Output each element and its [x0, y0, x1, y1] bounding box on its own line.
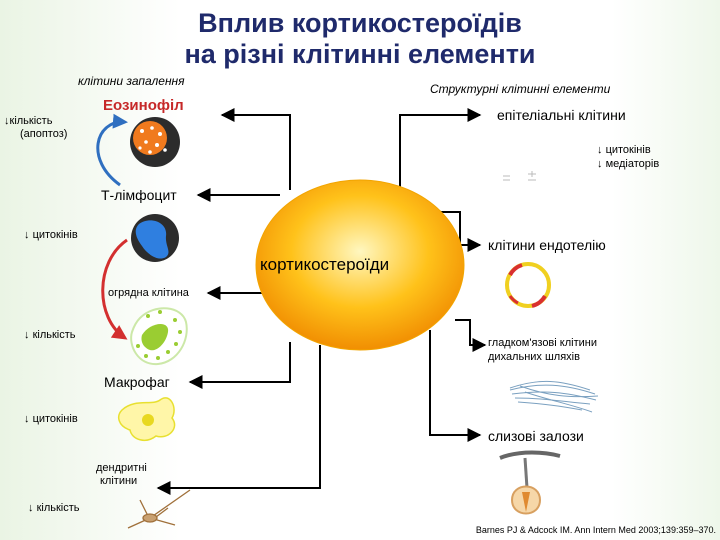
title-line-2: на різні клітинні елементи: [184, 39, 536, 69]
t-lymphocyte-icon: [131, 214, 179, 262]
down-arrow-icon: ↓: [24, 413, 30, 425]
eosinophil-label: Еозинофіл: [103, 97, 184, 114]
blue-curved-arrow: [96, 113, 128, 187]
citation: Barnes PJ & Adcock IM. Ann Intern Med 20…: [475, 525, 716, 535]
mucous-gland-icon: [499, 450, 561, 515]
line-smooth: [455, 319, 487, 352]
eosinophil-effect: ↓кількість: [4, 115, 53, 127]
left-header: клітини запалення: [78, 74, 185, 88]
down-arrow-icon: ↓: [28, 502, 34, 514]
eosinophil-icon: [130, 117, 180, 167]
line-glands: [429, 330, 482, 442]
epithelial-effect-1: ↓ цитокінів: [597, 144, 651, 156]
down-arrow-icon: ↓: [4, 115, 10, 127]
title-line-1: Вплив кортикостероїдів: [198, 8, 522, 38]
connector-lines: [156, 108, 487, 495]
macrophage-effect: ↓ цитокінів: [24, 413, 78, 425]
smooth-muscle-label-2: дихальних шляхів: [488, 351, 580, 363]
dendritic-label-2: клітини: [100, 475, 138, 487]
line-epi-2: [430, 211, 482, 252]
mast-cell-effect: ↓ кількість: [24, 329, 76, 341]
line-dendritic: [156, 345, 321, 495]
red-curved-arrow: [101, 238, 128, 340]
line-macrophage: [188, 342, 291, 389]
mast-cell-label: огрядна клітина: [108, 287, 189, 299]
smooth-muscle-icon: [509, 381, 599, 413]
center-label: кортикостероїди: [260, 255, 390, 274]
corticosteroids-ellipse: [255, 179, 465, 351]
dendritic-label-1: дендритні: [96, 462, 147, 474]
t-lymphocyte-effect: ↓ цитокінів: [24, 229, 78, 241]
epithelial-icon: [503, 171, 536, 181]
endothelial-icon: [505, 262, 551, 308]
line-eosinophil: [220, 108, 291, 190]
down-arrow-icon: ↓: [597, 144, 603, 156]
macrophage-label: Макрофаг: [104, 374, 170, 390]
epithelial-effect-2: ↓ медіаторів: [597, 158, 660, 170]
dendritic-cell-icon: [127, 489, 191, 529]
eosinophil-effect-note: (апоптоз): [20, 128, 68, 140]
down-arrow-icon: ↓: [24, 229, 30, 241]
down-arrow-icon: ↓: [24, 329, 30, 341]
dendritic-effect: ↓ кількість: [28, 502, 80, 514]
mast-cell-icon: [130, 307, 188, 366]
down-arrow-icon: ↓: [597, 158, 603, 170]
line-epithelial: [399, 108, 482, 195]
macrophage-icon: [117, 397, 176, 442]
mucous-glands-label: слизові залози: [488, 428, 584, 444]
endothelial-label: клітини ендотелію: [488, 237, 606, 253]
right-header: Структурні клітинні елементи: [430, 82, 611, 96]
t-lymphocyte-label: Т-лімфоцит: [101, 187, 177, 203]
epithelial-label: епітеліальні клітини: [497, 107, 626, 123]
smooth-muscle-label-1: гладком'язові клітини: [488, 337, 597, 349]
